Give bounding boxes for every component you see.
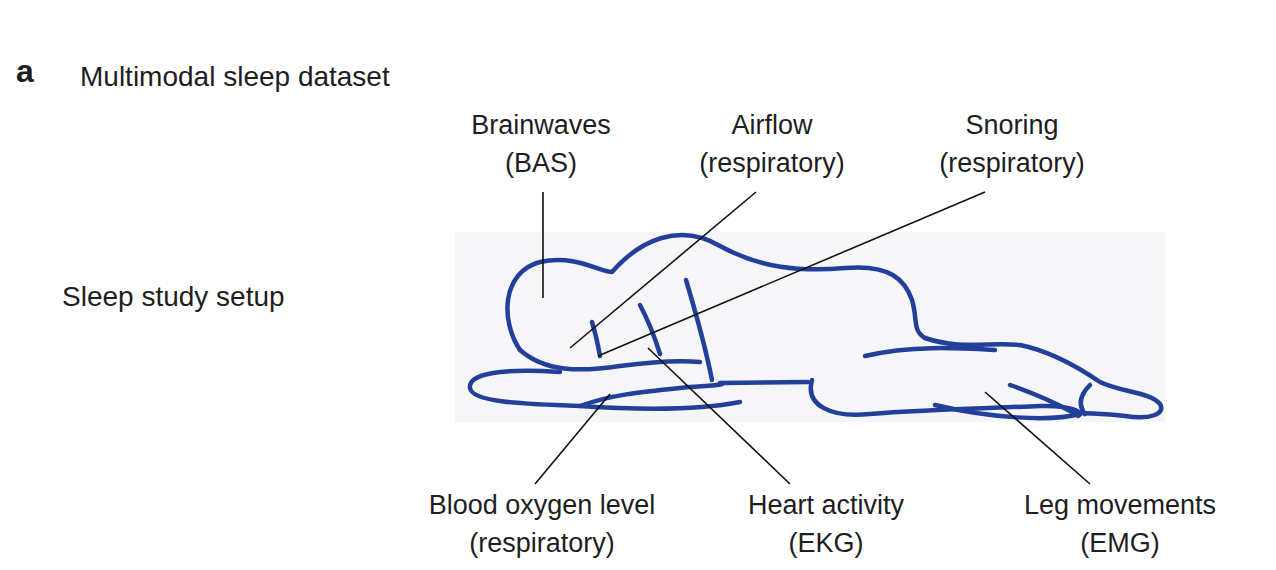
signal-label: Blood oxygen level (respiratory)	[392, 486, 692, 562]
leader-line	[542, 192, 544, 298]
leader-line	[598, 192, 985, 356]
panel-letter: a	[16, 52, 56, 90]
body-outline	[470, 235, 1161, 418]
leader-line	[985, 392, 1090, 484]
signal-label: Airflow (respiratory)	[672, 106, 872, 182]
signal-label: Brainwaves (BAS)	[446, 106, 636, 182]
leader-line	[648, 348, 790, 484]
leader-line	[535, 394, 610, 484]
signal-label: Snoring (respiratory)	[912, 106, 1112, 182]
panel-title: Multimodal sleep dataset	[80, 58, 390, 96]
photo-ground	[455, 232, 1165, 422]
signal-label: Leg movements (EMG)	[995, 486, 1245, 562]
signal-label: Heart activity (EKG)	[716, 486, 936, 562]
leader-lines	[535, 192, 1090, 484]
leader-line	[570, 192, 756, 348]
row-label: Sleep study setup	[62, 278, 382, 316]
